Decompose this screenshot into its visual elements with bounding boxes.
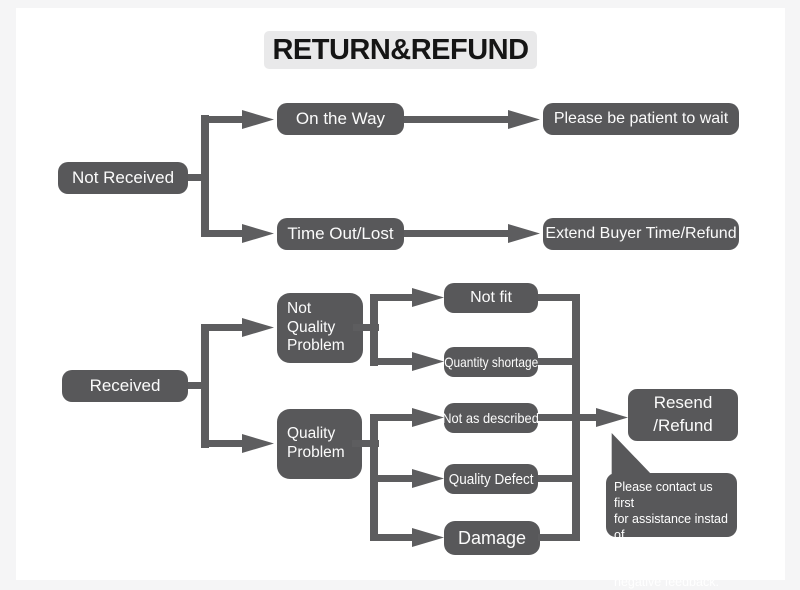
connector-line <box>404 116 510 123</box>
node-label: Not as described <box>442 410 540 426</box>
node-quality-problem: Quality Problem <box>277 409 362 479</box>
connector-line <box>205 230 247 237</box>
connector-line <box>538 294 576 301</box>
node-quality-defect: Quality Defect <box>444 464 538 494</box>
node-label: Extend Buyer Time/Refund <box>545 225 737 242</box>
node-label: Not Received <box>71 168 175 187</box>
page-title: RETURN&REFUND <box>264 31 537 69</box>
connector-line <box>352 440 379 447</box>
node-not-as-described: Not as described <box>442 403 540 433</box>
node-please-be-patient: Please be patient to wait <box>543 103 739 135</box>
node-quantity-shortage: Quantity shortage <box>444 347 538 377</box>
connector-line <box>404 230 510 237</box>
connector-line <box>188 174 209 181</box>
node-label: Damage <box>457 527 527 548</box>
node-label: Please be patient to wait <box>553 110 729 127</box>
node-label: Not fit <box>470 289 512 306</box>
connector-line <box>538 358 576 365</box>
node-label: Quality Problem <box>287 425 345 461</box>
connector-line <box>205 116 247 123</box>
connector-line <box>205 440 247 447</box>
node-not-fit: Not fit <box>444 283 538 313</box>
node-damage: Damage <box>444 521 540 555</box>
node-label: Resend /Refund <box>653 393 713 435</box>
node-extend-buyer-time-refund: Extend Buyer Time/Refund <box>543 218 739 250</box>
connector-line <box>374 475 416 482</box>
node-label: Quantity shortage <box>444 354 538 370</box>
node-label: Received <box>89 376 161 395</box>
node-label: Time Out/Lost <box>287 224 394 243</box>
connector-line <box>538 534 576 541</box>
connector-line <box>353 324 379 331</box>
connector-line <box>374 294 416 301</box>
connector-line <box>205 324 247 331</box>
node-received: Received <box>62 370 188 402</box>
connector-line <box>374 358 416 365</box>
connector-line <box>374 534 416 541</box>
node-label: On the Way <box>295 109 386 128</box>
connector-line <box>201 324 209 448</box>
node-not-received: Not Received <box>58 162 188 194</box>
node-time-out-lost: Time Out/Lost <box>277 218 404 250</box>
node-resend-refund: Resend /Refund <box>628 389 738 441</box>
connector-line <box>572 294 580 541</box>
connector-line <box>374 414 416 421</box>
connector-line <box>370 294 378 366</box>
note-bubble: Please contact us first for assistance i… <box>606 473 737 589</box>
node-label: Not Quality Problem <box>287 299 345 355</box>
connector-line <box>538 414 600 421</box>
node-on-the-way: On the Way <box>277 103 404 135</box>
connector-line <box>188 382 209 389</box>
node-not-quality-problem: Not Quality Problem <box>277 293 363 363</box>
connector-line <box>538 475 576 482</box>
node-label: Quality Defect <box>448 470 534 488</box>
connector-line <box>201 115 209 237</box>
